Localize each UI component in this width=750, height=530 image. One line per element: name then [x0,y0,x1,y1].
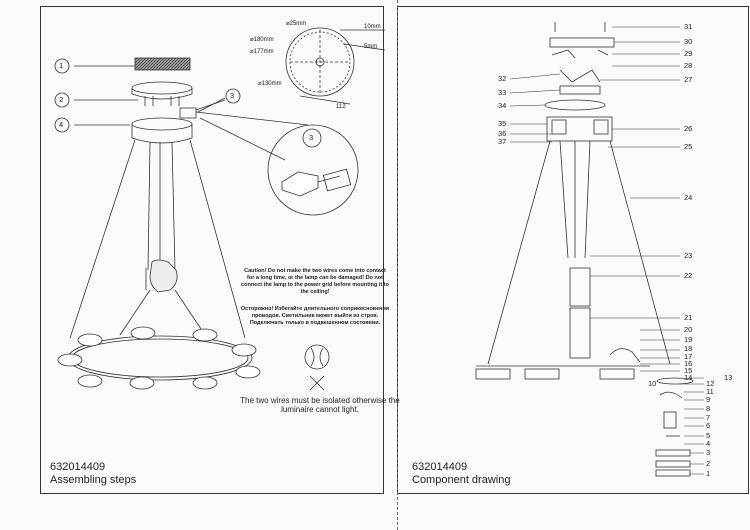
part-16: 16 [684,359,693,368]
part-4: 4 [706,439,711,448]
part-15: 15 [684,366,693,375]
dim-112: 112 [336,104,346,110]
part-6: 6 [706,421,711,430]
part-7: 7 [706,413,711,422]
part-22: 22 [684,271,693,280]
part-27: 27 [684,75,693,84]
caution-russian: Осторожно! Избегайте длительного соприко… [240,306,390,326]
right-caption: Component drawing [412,474,511,486]
part-9: 9 [706,395,711,404]
part-29: 29 [684,49,693,58]
dim-d25: ⌀25mm [286,21,307,27]
part-10: 10 [648,379,657,388]
part-30: 30 [684,37,693,46]
left-caption: Assembling steps [50,474,137,486]
dim-d130: ⌀130mm [258,81,282,87]
ceiling-block [134,57,191,71]
callout-2: 2 [59,95,64,104]
part-18: 18 [684,344,693,353]
callout-4: 4 [59,120,64,129]
part-13: 13 [724,373,733,382]
dim-5mm: 5mm [364,44,378,50]
right-product-code: 632014409 [412,461,468,473]
left-product-code: 632014409 [50,461,106,473]
part-28: 28 [684,61,693,70]
part-8: 8 [706,404,711,413]
part-14: 14 [684,373,693,382]
part-17: 17 [684,352,693,361]
part-5: 5 [706,431,711,440]
part-24: 24 [684,193,693,202]
part-37: 37 [498,137,507,146]
part-25: 25 [684,142,693,151]
zoom-callout-3: 3 [309,133,314,142]
dim-d177: ⌀177mm [250,49,274,55]
part-11: 11 [706,387,714,396]
callout-3: 3 [230,91,235,100]
part-21: 21 [684,313,693,322]
part-20: 20 [684,325,693,334]
part-1: 1 [706,469,711,478]
part-19: 19 [684,335,693,344]
part-33: 33 [498,88,507,97]
isolation-note: The two wires must be isolated otherwise… [240,396,400,414]
part-32: 32 [498,74,507,83]
caution-english: Caution! Do not make the two wires come … [241,268,389,295]
part-2: 2 [706,459,711,468]
part-12: 12 [706,379,715,388]
assembly-panel [40,6,384,494]
dim-d180: ⌀180mm [250,37,274,43]
dim-10mm: 10mm [364,24,381,30]
callout-1: 1 [59,61,64,70]
part-23: 23 [684,251,693,260]
part-3: 3 [706,448,711,457]
part-31: 31 [684,22,693,31]
part-36: 36 [498,129,507,138]
part-34: 34 [498,101,507,110]
part-26: 26 [684,124,693,133]
fold-line [397,0,398,530]
part-35: 35 [498,119,507,128]
